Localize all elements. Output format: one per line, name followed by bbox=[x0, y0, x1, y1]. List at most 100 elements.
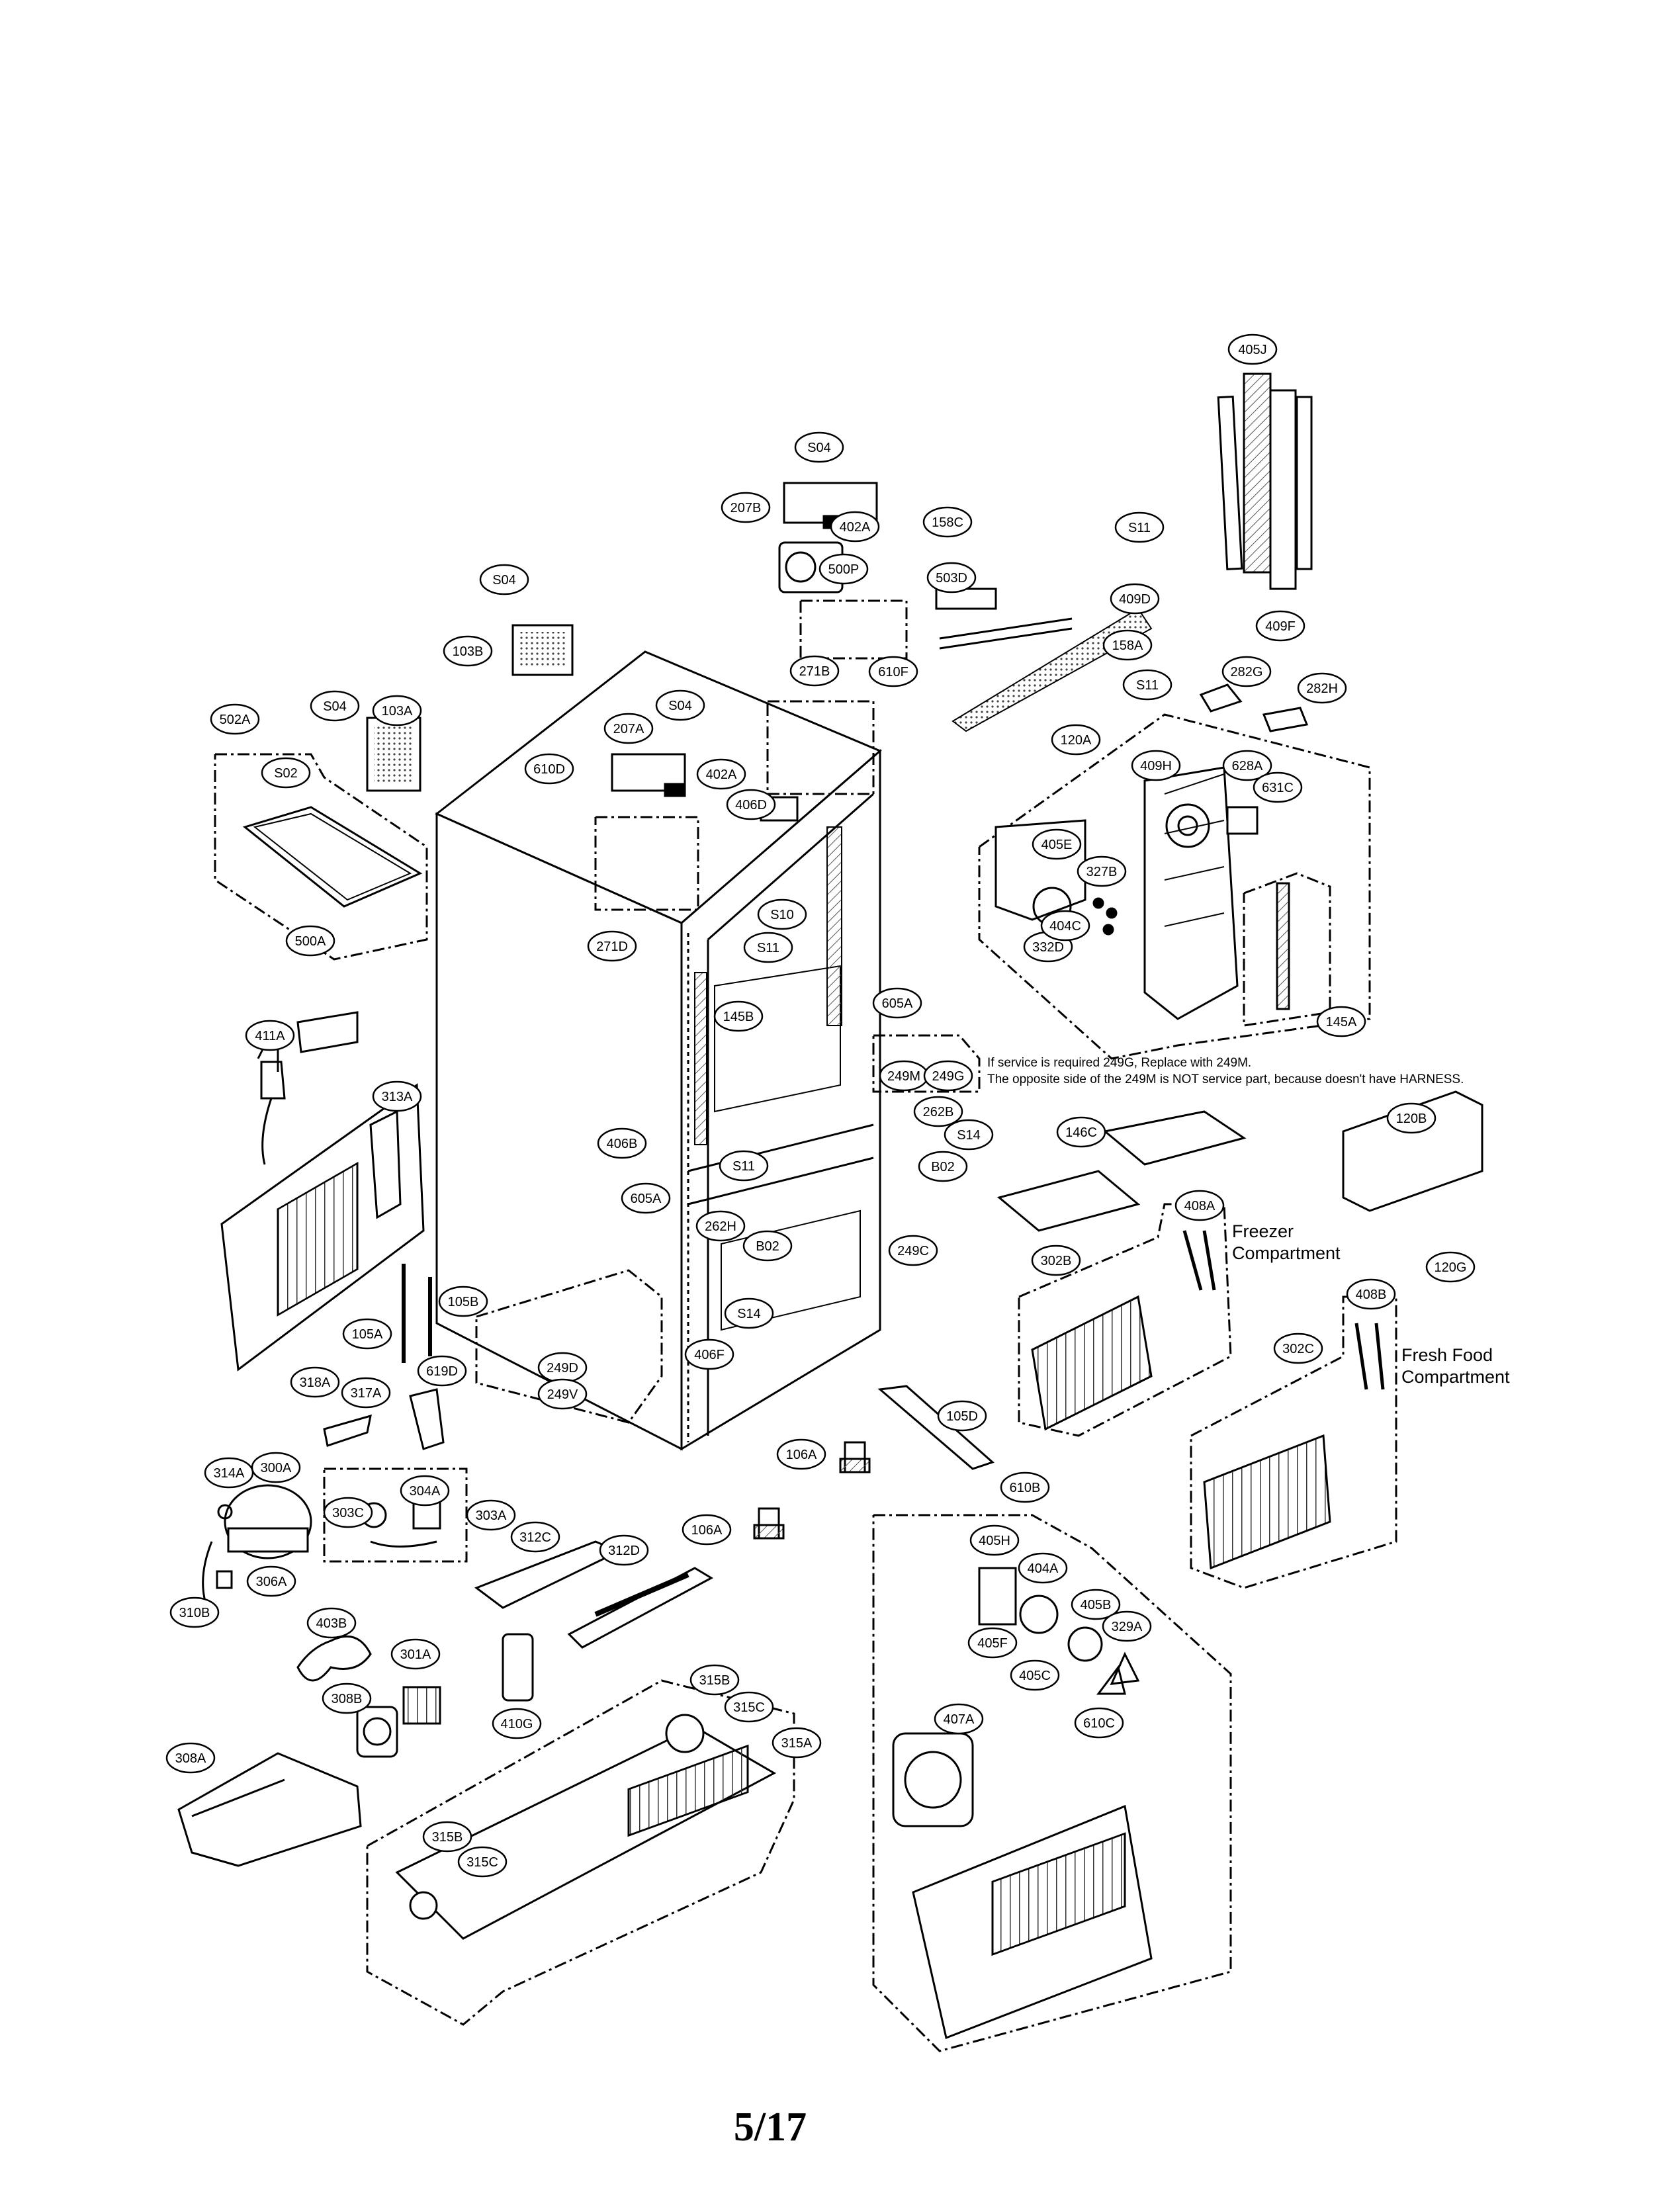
callout-label: 502A bbox=[220, 713, 251, 727]
page-number: 5/17 bbox=[733, 2105, 807, 2150]
callout-bubble bbox=[290, 1366, 340, 1398]
callout-label: S04 bbox=[323, 699, 347, 714]
service-note-line-2: The opposite side of the 249M is NOT ser… bbox=[987, 1072, 1464, 1086]
callout-bubble bbox=[165, 1742, 216, 1774]
callout-s04: S04 bbox=[310, 690, 360, 722]
callout-249c: 249C bbox=[888, 1235, 938, 1266]
callout-label: 327B bbox=[1086, 865, 1118, 879]
callout-bubble bbox=[169, 1597, 220, 1628]
callout-bubble bbox=[245, 1020, 295, 1051]
callout-label: 249M bbox=[887, 1069, 920, 1084]
callout-label: 271D bbox=[596, 940, 628, 954]
callout-bubble bbox=[1102, 629, 1153, 661]
callout-410g: 410G bbox=[492, 1708, 542, 1739]
callout-bubble bbox=[1051, 724, 1101, 756]
callout-label: 408A bbox=[1184, 1199, 1216, 1213]
callout-bubble bbox=[537, 1378, 588, 1410]
callout-bubble bbox=[937, 1400, 987, 1432]
callout-label: 315A bbox=[781, 1736, 813, 1751]
callout-315b: 315B bbox=[422, 1821, 472, 1853]
callout-label: 406B bbox=[607, 1137, 638, 1151]
callout-301a: 301A bbox=[390, 1638, 441, 1670]
callout-300a: 300A bbox=[251, 1452, 301, 1483]
callout-label: 106A bbox=[691, 1523, 723, 1538]
callout-label: 315C bbox=[733, 1700, 765, 1715]
callout-label: 207B bbox=[730, 501, 762, 515]
callout-label: 314A bbox=[214, 1466, 245, 1481]
callout-bubble bbox=[457, 1846, 508, 1878]
callout-bubble bbox=[713, 1000, 764, 1032]
callout-bubble bbox=[1425, 1251, 1476, 1283]
callout-317a: 317A bbox=[341, 1377, 391, 1409]
callout-label: 411A bbox=[255, 1029, 285, 1043]
callout-bubble bbox=[341, 1377, 391, 1409]
callout-bubble bbox=[621, 1182, 671, 1214]
callout-313a: 313A bbox=[372, 1080, 422, 1112]
callout-label: 303A bbox=[476, 1509, 507, 1523]
callout-bubble bbox=[696, 758, 746, 790]
callout-404c: 404C bbox=[1040, 910, 1090, 941]
callout-103b: 103B bbox=[443, 635, 493, 667]
callout-label: 500P bbox=[828, 562, 860, 577]
callout-120a: 120A bbox=[1051, 724, 1101, 756]
callout-label: 409F bbox=[1265, 619, 1296, 634]
callout-271b: 271B bbox=[789, 655, 840, 687]
callout-label: 610F bbox=[878, 665, 908, 679]
callout-label: 315C bbox=[466, 1855, 498, 1870]
callout-label: 408B bbox=[1356, 1288, 1387, 1302]
callout-500a: 500A bbox=[285, 925, 335, 957]
callout-label: S04 bbox=[668, 699, 692, 713]
callout-label: 105B bbox=[448, 1295, 479, 1309]
callout-bubble bbox=[719, 1150, 769, 1182]
callout-405j: 405J bbox=[1227, 333, 1278, 365]
callout-bubble bbox=[1110, 583, 1160, 615]
callout-bubble bbox=[597, 1127, 647, 1159]
callout-249v: 249V bbox=[537, 1378, 588, 1410]
callout-619d: 619D bbox=[417, 1355, 467, 1387]
callout-bubble bbox=[967, 1627, 1018, 1659]
callout-label: 605A bbox=[631, 1192, 662, 1206]
callout-409d: 409D bbox=[1110, 583, 1160, 615]
callout-label: 610B bbox=[1010, 1481, 1041, 1495]
callout-bubble bbox=[726, 789, 776, 820]
callout-407a: 407A bbox=[934, 1703, 984, 1735]
callout-405e: 405E bbox=[1032, 828, 1082, 860]
callout-bubble bbox=[1222, 750, 1272, 781]
callout-312c: 312C bbox=[510, 1521, 560, 1553]
callout-408a: 408A bbox=[1174, 1190, 1225, 1221]
callout-s14: S14 bbox=[724, 1297, 774, 1329]
callout-103a: 103A bbox=[372, 695, 422, 726]
callout-label: 120G bbox=[1435, 1260, 1467, 1275]
callout-bubble bbox=[689, 1664, 740, 1696]
callout-262h: 262H bbox=[695, 1210, 746, 1242]
callout-label: 409D bbox=[1119, 592, 1151, 607]
callout-bubble bbox=[724, 1297, 774, 1329]
callout-s10: S10 bbox=[757, 898, 807, 930]
callout-bubble bbox=[372, 1080, 422, 1112]
callout-bubble bbox=[599, 1534, 649, 1566]
callout-label: 308B bbox=[332, 1692, 363, 1706]
callout-bubble bbox=[818, 553, 869, 585]
callout-label: 406D bbox=[735, 798, 767, 812]
callout-bubble bbox=[306, 1607, 357, 1639]
callout-s14: S14 bbox=[944, 1119, 994, 1151]
callout-628a: 628A bbox=[1222, 750, 1272, 781]
callout-262b: 262B bbox=[913, 1096, 963, 1127]
callout-label: S14 bbox=[737, 1307, 761, 1321]
callout-249g: 249G bbox=[923, 1060, 973, 1092]
callout-label: 406F bbox=[694, 1348, 725, 1362]
callout-bubble bbox=[390, 1638, 441, 1670]
callout-bubble bbox=[1077, 855, 1127, 887]
callout-label: 610D bbox=[533, 762, 565, 777]
callout-bubble bbox=[417, 1355, 467, 1387]
callout-label: 402A bbox=[706, 767, 737, 782]
callout-label: S14 bbox=[957, 1128, 981, 1143]
callout-label: S11 bbox=[1136, 678, 1159, 693]
callout-label: 145B bbox=[723, 1010, 754, 1024]
callout-404a: 404A bbox=[1018, 1552, 1068, 1584]
callout-329a: 329A bbox=[1102, 1610, 1152, 1642]
callout-bubble bbox=[794, 431, 844, 463]
callout-label: 308A bbox=[175, 1751, 206, 1766]
callout-315a: 315A bbox=[772, 1727, 822, 1759]
callout-406f: 406F bbox=[684, 1338, 734, 1370]
